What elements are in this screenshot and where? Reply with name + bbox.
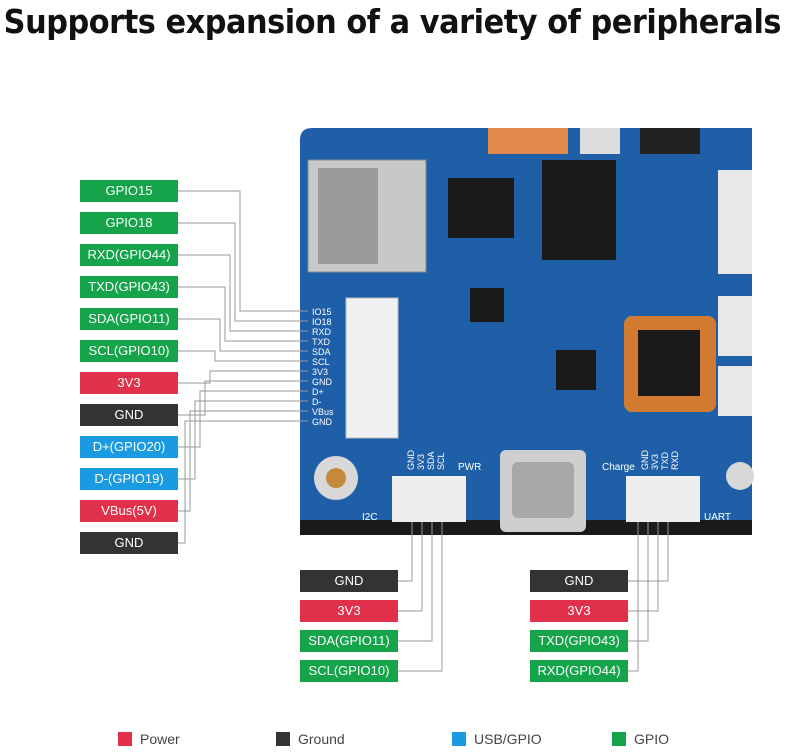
connection-line [178, 350, 308, 362]
side-pin-7: GND [312, 377, 333, 387]
legend-power: Power [118, 730, 180, 748]
left-label-4: SDA(GPIO11) [80, 308, 178, 330]
connection-line [178, 400, 308, 480]
connection-line [178, 318, 308, 352]
side-pin-9: D- [312, 397, 322, 407]
connection-line [178, 410, 308, 512]
left-label-5: SCL(GPIO10) [80, 340, 178, 362]
left-label-0: GPIO15 [80, 180, 178, 202]
connection-line [178, 390, 308, 448]
i2c-label-0: GND [300, 570, 398, 592]
connection-line [178, 286, 308, 342]
left-label-8: D+(GPIO20) [80, 436, 178, 458]
left-label-3: TXD(GPIO43) [80, 276, 178, 298]
connection-line [178, 370, 308, 384]
pcb-board [300, 128, 754, 535]
connection-line [178, 222, 308, 322]
i2c-label-3: SCL(GPIO10) [300, 660, 398, 682]
connection-line [628, 522, 639, 672]
connection-line [398, 522, 443, 672]
uart-pin-1: 3V3 [650, 454, 660, 470]
connection-line [178, 380, 308, 416]
side-pin-0: IO15 [312, 307, 332, 317]
left-label-10: VBus(5V) [80, 500, 178, 522]
side-pin-5: SCL [312, 357, 330, 367]
uart-pin-0: GND [640, 450, 650, 471]
legend-ground: Ground [276, 730, 345, 748]
uart-pin-2: TXD [660, 451, 670, 470]
uart-label-3: RXD(GPIO44) [530, 660, 628, 682]
i2c-pin-1: 3V3 [416, 454, 426, 470]
connection-line [628, 522, 649, 642]
side-pin-4: SDA [312, 347, 331, 357]
connection-line [398, 522, 433, 642]
side-pin-8: D+ [312, 387, 324, 397]
left-label-6: 3V3 [80, 372, 178, 394]
i2c-label-1: 3V3 [300, 600, 398, 622]
connection-line [628, 522, 659, 612]
connection-line [398, 522, 423, 612]
uart-pin-3: RXD [670, 450, 680, 470]
connection-line [398, 522, 413, 582]
left-label-2: RXD(GPIO44) [80, 244, 178, 266]
left-label-11: GND [80, 532, 178, 554]
i2c-pin-0: GND [406, 450, 416, 471]
legend-usb: USB/GPIO [452, 730, 542, 748]
side-pin-3: TXD [312, 337, 331, 347]
side-pin-1: IO18 [312, 317, 332, 327]
uart-label-2: TXD(GPIO43) [530, 630, 628, 652]
connection-line [178, 190, 308, 312]
i2c-board-label: I2C [362, 512, 378, 523]
i2c-pin-3: SCL [436, 452, 446, 470]
gpio-swatch [612, 732, 626, 746]
uart-label-0: GND [530, 570, 628, 592]
charge-board-label: Charge [602, 462, 635, 473]
left-label-1: GPIO18 [80, 212, 178, 234]
side-pin-11: GND [312, 417, 333, 427]
power-swatch [118, 732, 132, 746]
connection-line [178, 254, 308, 332]
left-label-7: GND [80, 404, 178, 426]
uart-board-label: UART [704, 512, 731, 523]
side-pin-2: RXD [312, 327, 332, 337]
side-pin-10: VBus [312, 407, 334, 417]
i2c-pin-2: SDA [426, 451, 436, 470]
i2c-label-2: SDA(GPIO11) [300, 630, 398, 652]
connection-lines [178, 190, 669, 672]
connection-line [628, 522, 669, 582]
pwr-board-label: PWR [458, 462, 481, 473]
legend-gpio: GPIO [612, 730, 669, 748]
uart-label-1: 3V3 [530, 600, 628, 622]
usb-swatch [452, 732, 466, 746]
page-title: Supports expansion of a variety of perip… [3, 2, 782, 41]
side-pin-6: 3V3 [312, 367, 328, 377]
left-label-9: D-(GPIO19) [80, 468, 178, 490]
connection-line [178, 420, 308, 544]
ground-swatch [276, 732, 290, 746]
